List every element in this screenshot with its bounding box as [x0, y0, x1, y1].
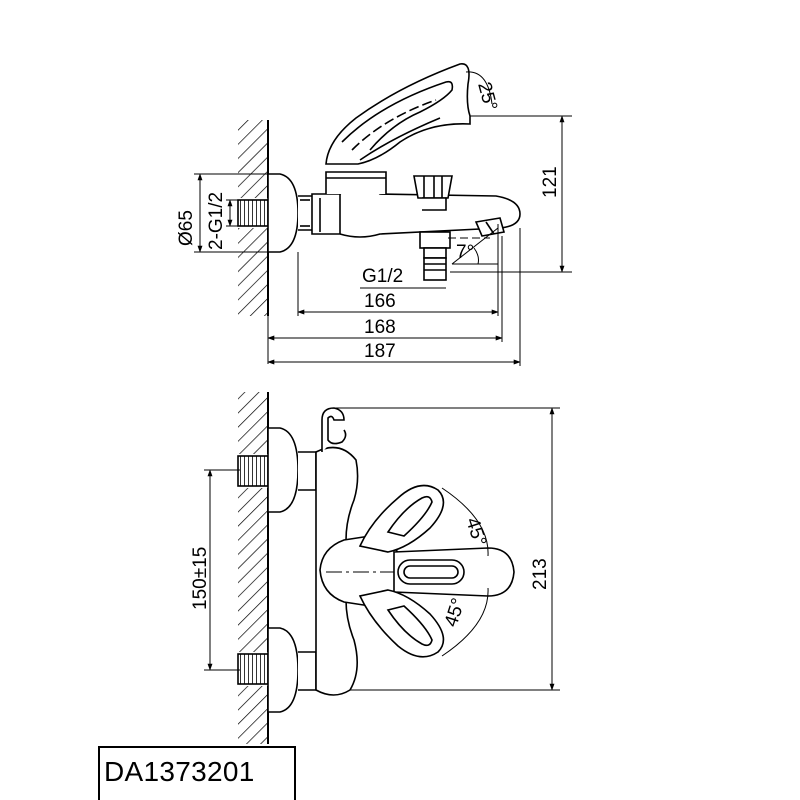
outlet-thread-label: G1/2: [362, 266, 403, 287]
side-view: [194, 63, 572, 366]
height-label: 121: [540, 166, 561, 198]
flange-lower: [267, 627, 299, 713]
width-label: 213: [530, 558, 551, 590]
length-168-label: 168: [364, 317, 396, 338]
inlet-fitting-side: [237, 199, 269, 227]
lever-middle-top: [393, 547, 515, 597]
side-dimensions: [194, 71, 572, 366]
top-view: [204, 392, 560, 744]
angle-upper-label: 45°: [461, 515, 490, 549]
shower-outlet-side: [419, 231, 451, 281]
top-dimensions: [204, 407, 560, 691]
angle-lower-label: 45°: [441, 596, 470, 630]
model-box: [98, 746, 296, 800]
shower-hook: [321, 407, 347, 452]
inlet-fitting-lower: [237, 653, 269, 685]
inlet-fitting-upper: [237, 455, 269, 487]
inlet-thread-label: 2-G1/2: [206, 192, 227, 250]
model-number: DA1373201: [104, 756, 255, 787]
diameter-label: Ø65: [176, 210, 197, 246]
flange-side: [267, 173, 299, 253]
centers-label: 150±15: [190, 547, 211, 610]
flange-upper: [267, 427, 299, 513]
lever-angle-label: 25°: [473, 80, 501, 113]
lever-lower-top: [358, 589, 445, 658]
diverter-knob-side: [413, 175, 453, 211]
length-166-label: 166: [364, 291, 396, 312]
lever-upper-top: [358, 484, 445, 553]
length-187-label: 187: [364, 341, 396, 362]
lever-side: [325, 63, 471, 165]
wall-top: [238, 392, 269, 744]
spout-angle-label: 7°: [456, 242, 474, 263]
